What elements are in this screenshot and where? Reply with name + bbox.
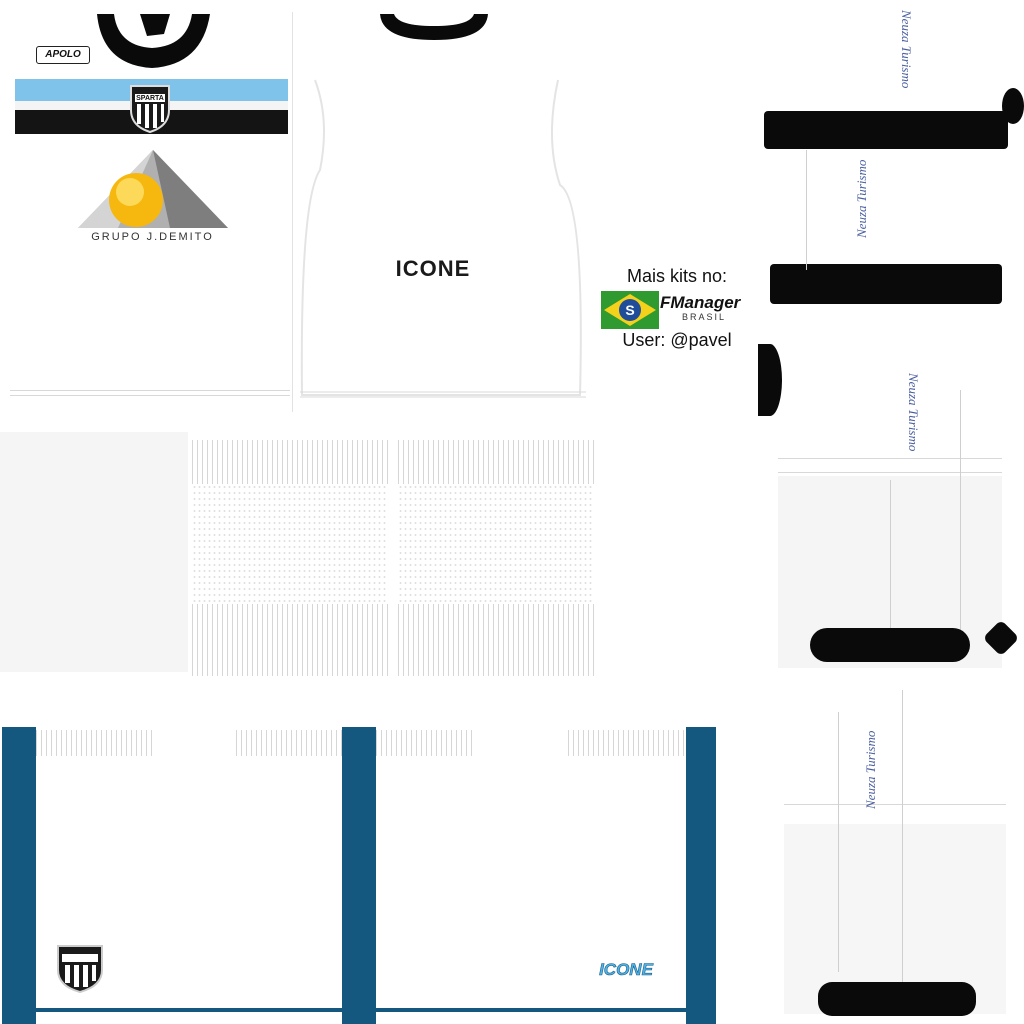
sleeve-sponsor-3: Neuza Turismo — [906, 373, 921, 452]
sleeve-4-seam — [838, 712, 839, 972]
shorts-waist-pattern-2 — [236, 730, 342, 756]
sleeve-3-seam-2 — [960, 390, 961, 630]
sleeve-sponsor-4: Neuza Turismo — [863, 730, 878, 809]
sleeve-2-black-band — [770, 264, 1002, 304]
club-crest-text: SPARTA — [136, 95, 164, 102]
sleeve-top-black-band — [764, 111, 1008, 149]
shorts-club-crest — [57, 945, 103, 994]
promo-brand-sub: BRASIL — [682, 312, 727, 322]
shorts-maker-logo: ICONE — [599, 960, 653, 980]
grey-block-panel — [0, 432, 188, 672]
sleeve-sponsor-2: Neuza Turismo — [854, 159, 869, 238]
back-collar — [380, 14, 488, 40]
sleeve-3-black-cuff — [810, 628, 970, 662]
sock-dots-panel-1 — [192, 484, 388, 604]
promo-line-1: Mais kits no: — [626, 266, 728, 286]
brazil-flag-icon: S — [601, 291, 659, 329]
shorts-blue-bar-right — [686, 727, 716, 1024]
shirt-back-outline — [300, 79, 586, 398]
sleeve-3-cuff-tip — [758, 344, 782, 416]
back-maker-logo: ICONE — [395, 256, 471, 281]
front-hem-line-2 — [10, 395, 290, 396]
sleeve-3-seam — [890, 480, 891, 630]
sleeve-4-line — [784, 804, 1006, 805]
sleeve-3-line — [778, 458, 1002, 459]
promo-brand: FManager — [660, 293, 741, 312]
front-collar — [97, 14, 210, 68]
sleeve-4-seam-2 — [902, 690, 903, 990]
sun-triangle-icon — [78, 150, 228, 228]
shorts-blue-bar-left — [2, 727, 36, 1024]
apolo-badge: APOLO — [36, 46, 90, 64]
sock-dots-panel-2 — [398, 484, 594, 604]
sleeve-3-line-2 — [778, 472, 1002, 473]
shorts-waist-pattern-1 — [36, 730, 154, 756]
shorts-blue-bar-middle — [342, 727, 376, 1024]
front-hem-line — [10, 390, 290, 391]
sponsor-main-text: GRUPO J.DEMITO — [91, 231, 214, 243]
sleeve-top-cuff-tip — [1002, 88, 1024, 124]
shorts-bottom-hem — [2, 1008, 716, 1012]
shorts-waist-pattern-3 — [376, 730, 476, 756]
svg-text:S: S — [625, 302, 634, 318]
sleeve-4-black-cuff — [818, 982, 976, 1016]
shorts-waist-pattern-4 — [568, 730, 686, 756]
sleeve-2-seam — [806, 150, 807, 270]
apolo-badge-text: APOLO — [45, 49, 81, 60]
sleeve-sponsor-1: Neuza Turismo — [899, 10, 914, 89]
promo-line-2: User: @pavel — [622, 330, 732, 350]
club-crest — [130, 85, 170, 134]
